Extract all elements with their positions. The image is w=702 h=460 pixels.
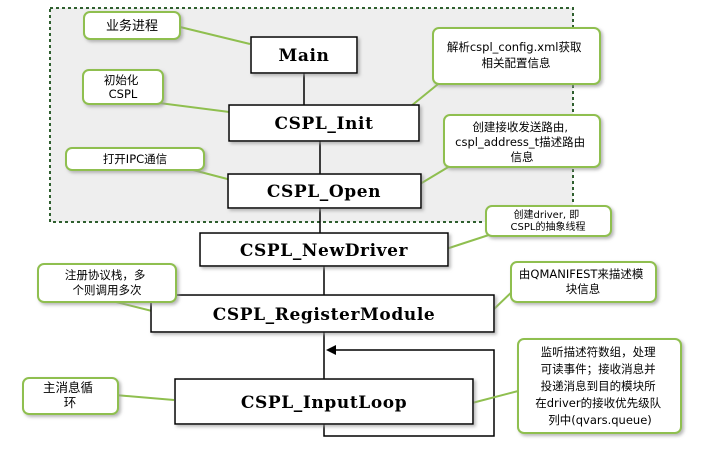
callout-monitor-desc-frame xyxy=(517,338,682,434)
flow-box-main: Main xyxy=(250,36,358,74)
callout-monitor-desc-line4: 在driver的接收优先级队 xyxy=(535,396,661,410)
flow-box-open-frame xyxy=(227,173,422,209)
callout-main-loop: 主消息循 环 xyxy=(22,377,119,415)
flow-box-open-label: CSPL_Open xyxy=(267,182,381,202)
callout-create-driver-line1: 创建driver, 即 xyxy=(514,208,580,221)
flow-box-input-loop: CSPL_InputLoop xyxy=(174,378,474,425)
callout-init-cspl-line1: 初始化 xyxy=(104,73,139,87)
callout-monitor-desc-line5: 列中(qvars.queue) xyxy=(548,413,652,427)
callout-create-routes: 创建接收发送路由, cspl_address_t描述路由 信息 xyxy=(443,114,601,168)
callout-qmanifest-line1: 由QMANIFEST来描述模 xyxy=(519,267,644,281)
callout-register-stack-line2: 个则调用多次 xyxy=(73,283,142,297)
callout-monitor-desc-text: 监听描述符数组，处理 可读事件；接收消息并 投递消息到目的模块所 在driver… xyxy=(535,345,665,427)
callout-main-loop-frame xyxy=(22,377,119,415)
flow-box-register-module: CSPL_RegisterModule xyxy=(150,294,495,333)
callout-main-loop-line2: 环 xyxy=(64,395,77,410)
flow-box-register-module-frame xyxy=(150,294,495,333)
callout-monitor-desc: 监听描述符数组，处理 可读事件；接收消息并 投递消息到目的模块所 在driver… xyxy=(517,338,682,434)
loop-back-line xyxy=(323,345,495,437)
callout-qmanifest: 由QMANIFEST来描述模 块信息 xyxy=(510,261,657,303)
flow-box-main-frame xyxy=(250,36,358,74)
callout-business-process: 业务进程 xyxy=(83,11,181,40)
flow-box-newdriver-frame xyxy=(199,232,449,267)
pointer-monitor-desc xyxy=(471,389,523,404)
callout-create-routes-line2: cspl_address_t描述路由 xyxy=(455,135,585,149)
flow-connectors xyxy=(303,73,495,437)
flow-box-register-module-label: CSPL_RegisterModule xyxy=(213,305,436,325)
callout-business-process-frame xyxy=(83,11,181,40)
callout-parse-config-line2: 相关配置信息 xyxy=(482,56,551,70)
callout-main-loop-text: 主消息循 环 xyxy=(43,380,97,410)
callout-parse-config: 解析cspl_config.xml获取 相关配置信息 xyxy=(432,27,601,85)
flow-box-init: CSPL_Init xyxy=(228,104,420,142)
callout-qmanifest-line2: 块信息 xyxy=(566,282,601,296)
callout-parse-config-line1: 解析cspl_config.xml获取 xyxy=(447,40,582,54)
pointer-business-process xyxy=(179,26,251,45)
callout-open-ipc: 打开IPC通信 xyxy=(65,147,205,171)
callout-init-cspl: 初始化 CSPL xyxy=(82,69,164,105)
callout-monitor-desc-line2: 可读事件；接收消息并 xyxy=(541,362,656,376)
flow-box-newdriver-label: CSPL_NewDriver xyxy=(240,241,409,261)
callout-create-routes-line3: 信息 xyxy=(511,150,534,164)
callout-open-ipc-frame xyxy=(65,147,205,171)
callout-qmanifest-frame xyxy=(510,261,657,303)
callout-main-loop-line1: 主消息循 xyxy=(43,380,93,395)
callout-create-routes-text: 创建接收发送路由, cspl_address_t描述路由 信息 xyxy=(455,120,589,164)
callout-create-driver-frame xyxy=(485,205,612,237)
flow-box-init-label: CSPL_Init xyxy=(274,114,373,134)
callout-init-cspl-text: 初始化 CSPL xyxy=(104,73,142,101)
callout-create-routes-frame xyxy=(443,114,601,168)
callout-register-stack-frame xyxy=(37,263,177,303)
callout-register-stack-text: 注册协议栈，多 个则调用多次 xyxy=(65,268,149,297)
callout-init-cspl-line2: CSPL xyxy=(109,87,138,101)
callout-create-driver-line2: CSPL的抽象线程 xyxy=(511,220,586,233)
callout-init-cspl-frame xyxy=(82,69,164,105)
flow-box-input-loop-label: CSPL_InputLoop xyxy=(241,393,407,413)
flow-box-open: CSPL_Open xyxy=(227,173,422,209)
flow-box-main-label: Main xyxy=(278,46,329,66)
callout-register-stack-line1: 注册协议栈，多 xyxy=(65,268,146,282)
flow-box-init-frame xyxy=(228,104,420,142)
callout-monitor-desc-line3: 投递消息到目的模块所 xyxy=(541,379,656,393)
callout-qmanifest-text: 由QMANIFEST来描述模 块信息 xyxy=(519,267,647,296)
pointer-main-loop xyxy=(114,394,175,401)
callout-monitor-desc-line1: 监听描述符数组，处理 xyxy=(541,345,656,359)
callout-create-driver: 创建driver, 即 CSPL的抽象线程 xyxy=(485,205,612,237)
callout-create-driver-text: 创建driver, 即 CSPL的抽象线程 xyxy=(511,208,586,233)
flow-box-newdriver: CSPL_NewDriver xyxy=(199,232,449,267)
callout-parse-config-text: 解析cspl_config.xml获取 相关配置信息 xyxy=(447,40,585,70)
callout-open-ipc-text: 打开IPC通信 xyxy=(103,152,167,166)
flow-box-input-loop-frame xyxy=(174,378,474,425)
callout-register-stack: 注册协议栈，多 个则调用多次 xyxy=(37,263,177,303)
callout-create-routes-line1: 创建接收发送路由, xyxy=(472,120,568,134)
callout-business-process-text: 业务进程 xyxy=(106,18,158,34)
callout-parse-config-frame xyxy=(432,27,601,85)
